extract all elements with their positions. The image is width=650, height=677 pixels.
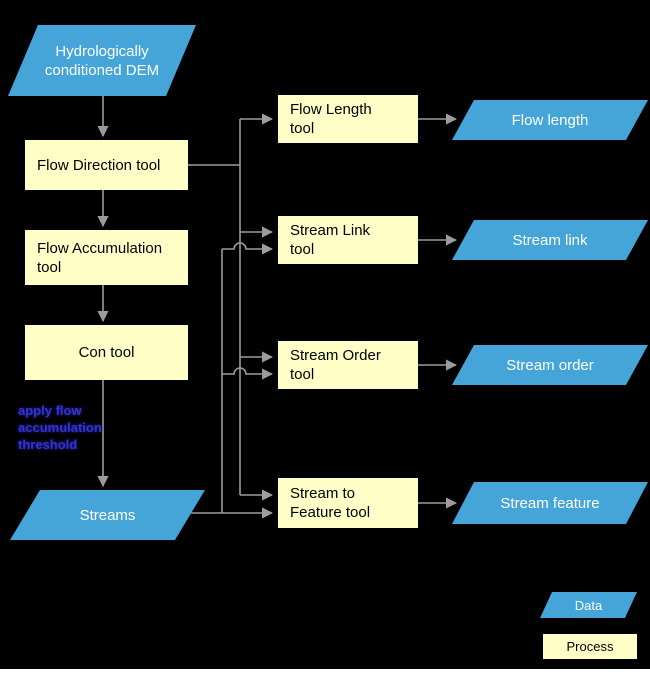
node-flow-accumulation-tool: Flow Accumulation tool bbox=[25, 230, 188, 285]
node-label: Stream Link tool bbox=[290, 222, 371, 258]
node-label: Stream feature bbox=[500, 494, 600, 512]
node-flow-direction-tool: Flow Direction tool bbox=[25, 140, 188, 190]
node-label: Streams bbox=[79, 506, 136, 524]
node-flow-length-tool: Flow Length tool bbox=[278, 95, 418, 143]
node-streams: Streams bbox=[10, 490, 205, 540]
node-label: Stream Order tool bbox=[290, 347, 381, 383]
node-stream-to-feature-tool: Stream to Feature tool bbox=[278, 478, 418, 528]
arrow-streams-to-stream-link-tool bbox=[222, 242, 274, 255]
node-label: Flow Length tool bbox=[290, 101, 372, 137]
node-stream-order-tool: Stream Order tool bbox=[278, 341, 418, 389]
page-bottom-margin bbox=[0, 669, 650, 677]
node-stream-link-tool: Stream Link tool bbox=[278, 216, 418, 264]
node-stream-order-data: Stream order bbox=[452, 345, 648, 385]
legend-process-shape: Process bbox=[543, 634, 637, 659]
node-label: Flow Accumulation tool bbox=[37, 239, 163, 276]
arrow-streams-to-stream-order-tool bbox=[222, 367, 274, 380]
node-label: Stream link bbox=[512, 231, 588, 249]
annotation-apply-flow-accumulation-threshold: apply flow accumulation threshold bbox=[18, 403, 102, 452]
node-label: Stream order bbox=[506, 356, 594, 374]
node-flow-length-data: Flow length bbox=[452, 100, 648, 140]
legend-process-label: Process bbox=[566, 639, 614, 654]
node-label: Flow Direction tool bbox=[37, 156, 161, 174]
node-stream-feature-data: Stream feature bbox=[452, 482, 648, 524]
node-label: Hydrologically conditioned DEM bbox=[44, 42, 160, 79]
legend-data-label: Data bbox=[574, 597, 603, 613]
node-stream-link-data: Stream link bbox=[452, 220, 648, 260]
node-hydrologically-conditioned-dem: Hydrologically conditioned DEM bbox=[8, 25, 196, 96]
legend-data-shape: Data bbox=[540, 592, 637, 618]
node-label: Flow length bbox=[511, 111, 589, 129]
node-con-tool: Con tool bbox=[25, 325, 188, 380]
node-label: Con tool bbox=[78, 344, 135, 361]
node-label: Stream to Feature tool bbox=[290, 485, 371, 521]
